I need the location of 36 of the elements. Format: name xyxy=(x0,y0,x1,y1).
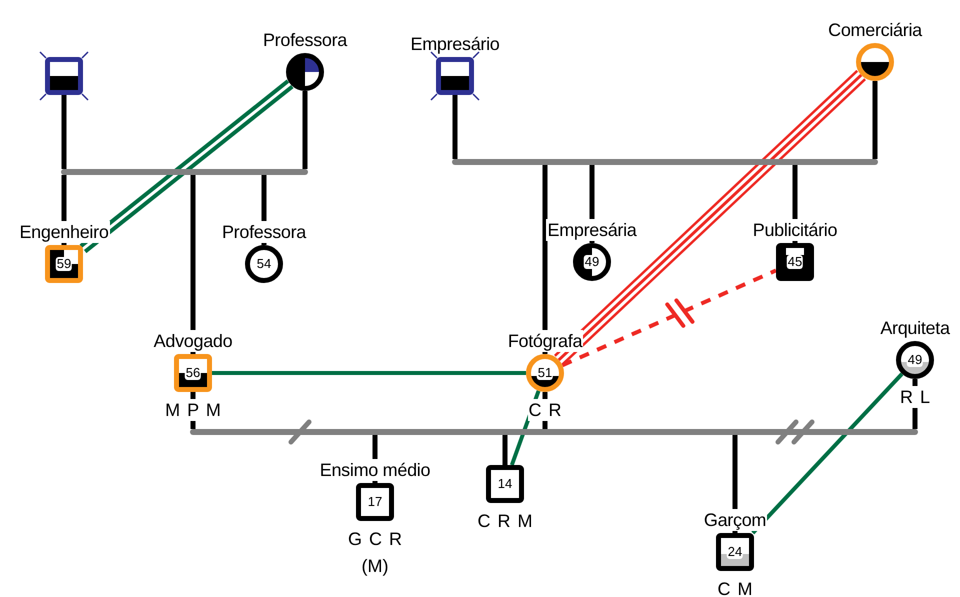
occupation-label: Garçom xyxy=(702,509,768,531)
annotation-label: C R xyxy=(528,399,562,421)
age-label: 51 xyxy=(536,366,554,380)
occupation-label: Fotógrafa xyxy=(506,330,584,352)
descent-line xyxy=(452,95,458,159)
marriage-line xyxy=(190,429,918,435)
descent-line xyxy=(542,165,548,354)
descent-line xyxy=(190,175,196,354)
marriage-line xyxy=(61,169,308,175)
age-label: 17 xyxy=(366,495,384,509)
descent-line xyxy=(502,435,508,465)
occupation-label: Publicitário xyxy=(752,219,838,241)
descent-line xyxy=(302,91,308,169)
age-label: 49 xyxy=(906,353,924,367)
occupation-label: Professora xyxy=(220,221,308,243)
age-label: 24 xyxy=(726,545,744,559)
occupation-label: Ensimo médio xyxy=(318,459,432,481)
relationship-line xyxy=(212,371,526,375)
relationship-line xyxy=(562,268,777,368)
age-label: 59 xyxy=(56,257,72,271)
age-label: 45 xyxy=(786,255,804,269)
descent-line xyxy=(872,81,878,159)
age-label: 14 xyxy=(496,477,514,491)
annotation-label: M P M xyxy=(164,399,222,421)
age-label: 54 xyxy=(256,257,272,271)
age-label: 56 xyxy=(184,366,202,380)
relationship-line xyxy=(80,80,294,254)
age-label: 49 xyxy=(584,255,600,269)
occupation-label: Advogado xyxy=(152,330,234,352)
marriage-line xyxy=(452,159,878,165)
relationship-line xyxy=(554,70,866,366)
relationship-line xyxy=(751,372,904,534)
occupation-label: Engenheiro xyxy=(18,221,110,243)
occupation-label: Empresária xyxy=(546,219,638,241)
descent-line xyxy=(62,95,66,169)
annotation-label: R L xyxy=(898,386,931,408)
